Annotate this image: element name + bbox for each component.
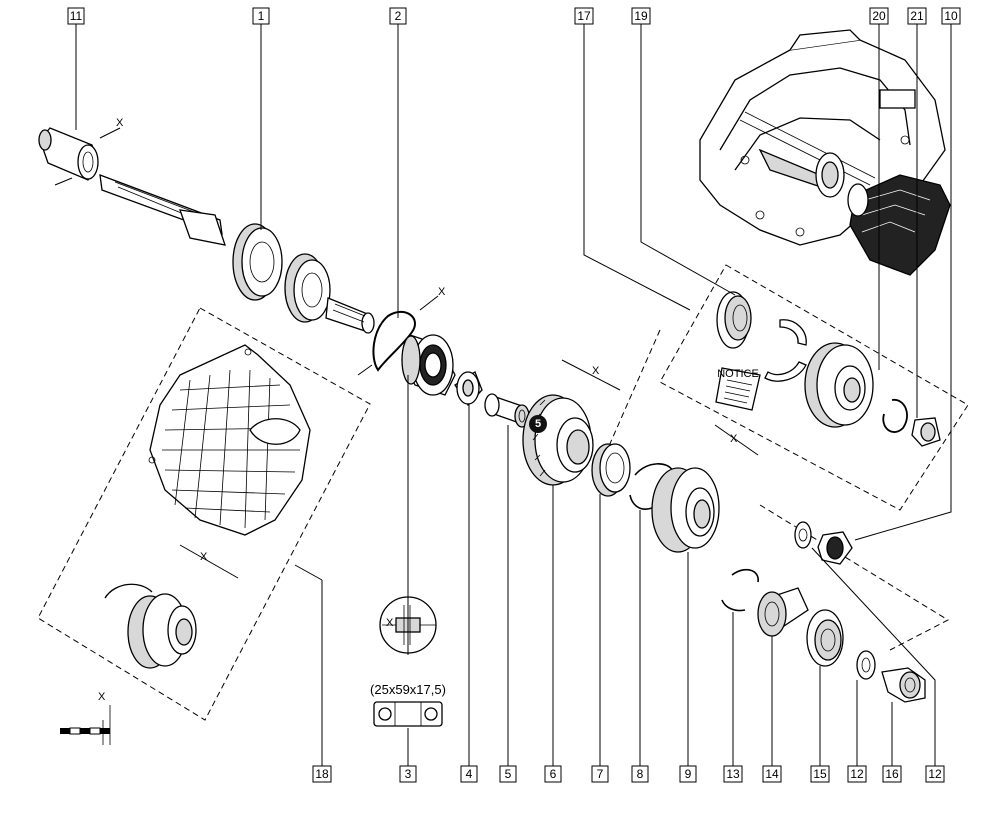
- x-dim-gear: [561, 359, 621, 391]
- callout-8: 8: [637, 767, 644, 781]
- callout-2: 2: [395, 9, 402, 23]
- part-1-main-shaft: [99, 174, 375, 334]
- scale-x-label: X: [98, 691, 106, 703]
- part-2-circlip: [372, 310, 416, 372]
- step-badge: 5: [529, 415, 547, 433]
- bearing-symbol: [373, 701, 443, 727]
- callout-3: 3: [405, 767, 412, 781]
- lower-group-outline: [759, 504, 950, 651]
- callouts-top: 11 1 2 17 19 20 21 10: [67, 7, 961, 25]
- part-16-nut: [881, 667, 926, 703]
- part-11-sleeve: [38, 127, 121, 186]
- detail-x-label: X: [386, 617, 394, 629]
- part-4-thrust-washer: [454, 371, 483, 407]
- part-5-needle-bearing: [484, 393, 530, 428]
- part-7-synchro-ring: [591, 443, 631, 497]
- callout-17: 17: [577, 9, 591, 23]
- callout-4: 4: [466, 767, 473, 781]
- scale-reference: X: [60, 691, 111, 745]
- housing-group-outline: [37, 307, 371, 721]
- part-14-synchro-cone: [757, 587, 809, 637]
- callout-15: 15: [813, 767, 827, 781]
- callout-10: 10: [944, 9, 958, 23]
- callout-9: 9: [685, 767, 692, 781]
- callout-1: 1: [258, 9, 265, 23]
- callout-6: 6: [550, 767, 557, 781]
- x-indicator-circlip: [419, 295, 439, 311]
- callout-12-b: 12: [928, 767, 942, 781]
- part-8-spring-clip: [629, 463, 673, 510]
- x-dim-hub: [714, 424, 759, 456]
- part-12-washer-lower: [856, 650, 876, 680]
- x-label-gear: X: [592, 365, 600, 377]
- part-19-half-ring-upper: [779, 319, 807, 346]
- callout-18: 18: [315, 767, 329, 781]
- part-18-inner-gear: [104, 583, 197, 669]
- part-13-spring: [721, 568, 759, 612]
- part-12-washer-upper: [794, 521, 812, 549]
- part-10-nut-upper: [911, 417, 941, 447]
- notice-booklet: NOTICE: [715, 367, 761, 411]
- part-18-housing-cover: [148, 344, 311, 536]
- part-9-hub-sleeve: [651, 467, 720, 553]
- callout-13: 13: [726, 767, 740, 781]
- x-label-housing: X: [200, 551, 208, 563]
- x-dim-housing-gear: [179, 544, 239, 579]
- part-6-gear: [522, 394, 594, 486]
- callout-19: 19: [634, 9, 648, 23]
- x-label-hub: X: [730, 433, 738, 445]
- synchro-group-outline: [659, 264, 969, 511]
- x-label-circlip: X: [438, 286, 446, 298]
- callout-16: 16: [885, 767, 899, 781]
- callout-11: 11: [70, 9, 83, 23]
- x-label-sleeve: X: [116, 117, 124, 129]
- part-17-synchro-ring: [716, 291, 752, 349]
- callout-5: 5: [505, 767, 512, 781]
- bearing-spec-label: (25x59x17,5): [370, 682, 446, 697]
- selector-group-outline: [604, 329, 661, 456]
- part-20-hub-gear: [804, 342, 874, 428]
- part-21-circlip: [882, 399, 908, 433]
- callout-21: 21: [910, 9, 924, 23]
- part-15-ring: [806, 609, 844, 667]
- notice-label: NOTICE: [717, 368, 759, 380]
- part-19-half-ring-lower: [764, 361, 807, 382]
- callout-20: 20: [872, 9, 886, 23]
- callouts-bottom: 18 3 4 5 6 7 8 9 13 14 15 12 16 12: [312, 765, 945, 783]
- gearbox-casing: [699, 29, 951, 276]
- step-badge-label: 5: [535, 418, 541, 430]
- leader-lines: [75, 24, 952, 766]
- callout-12-a: 12: [850, 767, 864, 781]
- callout-14: 14: [765, 767, 779, 781]
- part-3-bearing: [401, 334, 456, 396]
- part-10-nut-lower: [817, 531, 853, 565]
- callout-7: 7: [597, 767, 604, 781]
- arrow-circlip: [357, 364, 373, 376]
